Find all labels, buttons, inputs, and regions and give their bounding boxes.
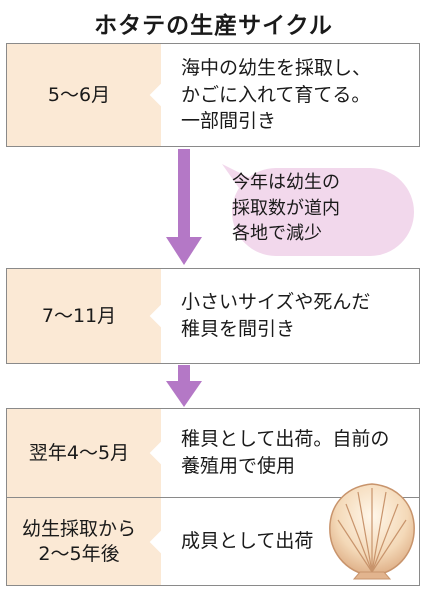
diagram-title: ホタテの生産サイクル — [94, 13, 333, 39]
stage-period: 5〜6月 — [7, 44, 161, 146]
period-line: 2〜5年後 — [38, 542, 120, 565]
description-line: 一部間引き — [181, 110, 277, 133]
callout-line: 各地で減少 — [232, 223, 322, 245]
stage-may-june: 5〜6月 海中の幼生を採取し、 かごに入れて育てる。 一部間引き — [6, 43, 420, 147]
stage-july-november: 7〜11月 小さいサイズや死んだ 稚貝を間引き — [6, 268, 420, 364]
callout-line: 採取数が道内 — [232, 197, 340, 219]
stage-description: 小さいサイズや死んだ 稚貝を間引き — [161, 269, 419, 363]
description-line: 稚貝を間引き — [181, 318, 296, 340]
description-line: 養殖用で使用 — [181, 455, 296, 477]
period-line: 幼生採取から — [21, 517, 136, 540]
stage-description: 稚貝として出荷。自前の 養殖用で使用 — [161, 409, 419, 497]
down-arrow-icon — [166, 149, 202, 265]
stage-next-april-may: 翌年4〜5月 稚貝として出荷。自前の 養殖用で使用 — [7, 409, 419, 497]
down-arrow-icon — [166, 365, 202, 407]
stage-period: 幼生採取から 2〜5年後 — [7, 498, 161, 585]
speech-bubble-icon — [222, 164, 414, 256]
description-line: 稚貝として出荷。自前の — [181, 428, 390, 451]
stage-description: 海中の幼生を採取し、 かごに入れて育てる。 一部間引き — [161, 44, 419, 146]
description-line: 海中の幼生を採取し、 — [181, 56, 372, 79]
description-line: 成貝として出荷 — [181, 530, 314, 553]
stage-period: 翌年4〜5月 — [7, 409, 161, 497]
callout-line: 今年は幼生の — [232, 172, 340, 193]
callout-text: 今年は幼生の 採取数が道内 各地で減少 — [232, 170, 412, 247]
description-line: 小さいサイズや死んだ — [181, 291, 371, 314]
description-line: かごに入れて育てる。 — [181, 83, 371, 106]
scallop-shell-icon — [329, 483, 415, 580]
stage-period: 7〜11月 — [7, 269, 161, 363]
